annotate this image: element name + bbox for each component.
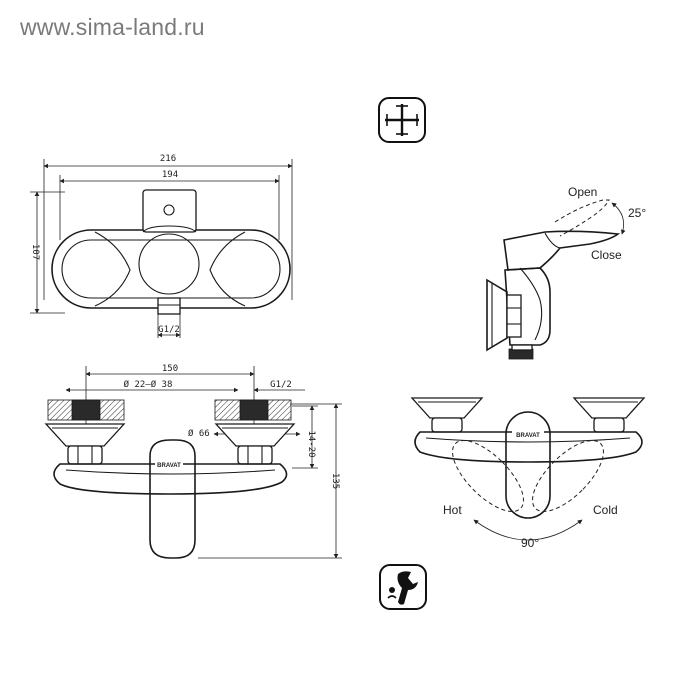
rotation-view: BRAVAT Hot Cold 90° <box>410 397 646 550</box>
dim-height: 107 <box>30 244 40 260</box>
outlet-thread: G1/2 <box>158 325 180 335</box>
close-label: Close <box>591 248 622 262</box>
dim-eccentric: 14-20 <box>306 430 316 457</box>
watermark: www.sima-land.ru <box>20 14 205 40</box>
brand-logo-front: BRAVAT <box>157 463 181 469</box>
crosshair-mount-icon <box>378 97 426 143</box>
dim-total-height: 135 <box>330 473 340 489</box>
dim-overall-width: 216 <box>160 154 176 164</box>
wrench-install-icon <box>379 564 427 610</box>
angle-90-label: 90° <box>521 536 539 550</box>
open-label: Open <box>568 185 597 199</box>
dim-spacing: 150 <box>162 364 178 374</box>
inlet-thread: G1/2 <box>270 380 292 390</box>
dim-inner-width: 194 <box>162 170 178 180</box>
brand-logo-rotation: BRAVAT <box>516 433 540 439</box>
dim-pipe-diameter: Ø 22–Ø 38 <box>124 379 173 390</box>
hot-label: Hot <box>443 503 462 517</box>
side-view: Open Close 25° <box>486 185 646 360</box>
cold-label: Cold <box>593 503 618 517</box>
front-view: 150 Ø 22–Ø 38 G1/2 Ø 66 <box>44 364 342 559</box>
top-view: 216 194 107 <box>30 154 293 338</box>
dim-flange-diameter: Ø 66 <box>188 428 210 439</box>
angle-25-label: 25° <box>628 206 646 220</box>
